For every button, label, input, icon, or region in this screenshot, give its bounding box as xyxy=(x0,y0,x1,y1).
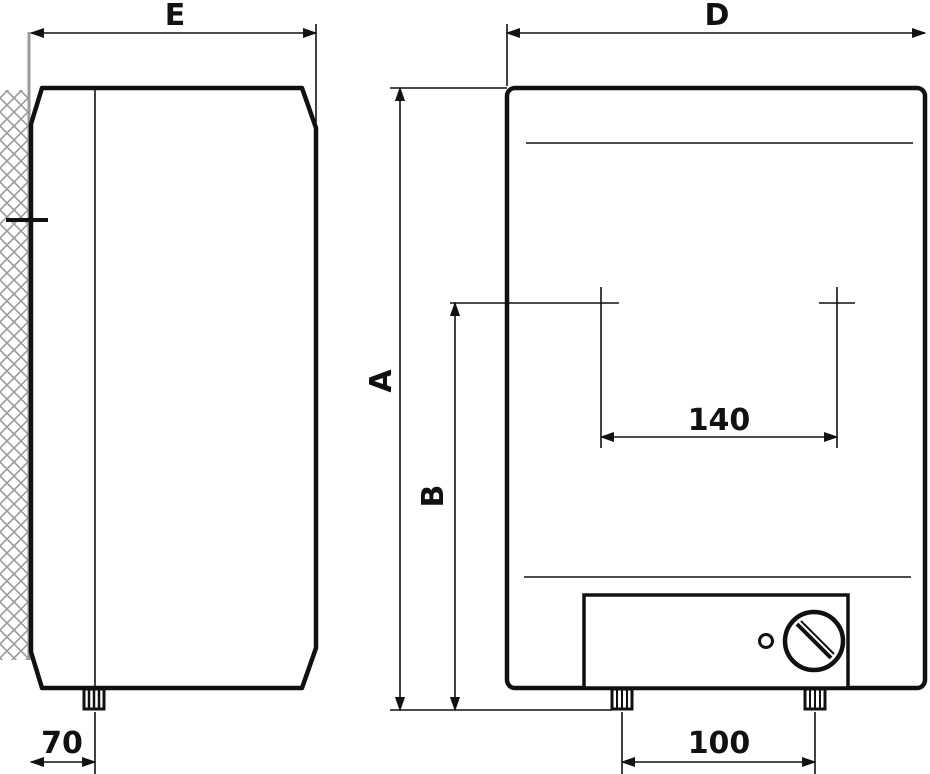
dimension-b: B xyxy=(416,301,583,712)
dimension-a: A xyxy=(364,86,612,712)
mounting-crosshair-left xyxy=(583,287,619,322)
front-view: D A B 140 100 xyxy=(364,0,928,774)
indicator-light xyxy=(758,633,774,649)
dimension-d-label: D xyxy=(705,0,730,33)
side-body-outline xyxy=(28,85,319,691)
front-pipe-connector-left xyxy=(610,687,634,711)
dimension-70-label: 70 xyxy=(41,726,83,761)
front-pipe-connector-right xyxy=(803,687,827,711)
dimension-140: 140 xyxy=(599,322,839,448)
dimension-e-label: E xyxy=(165,0,186,33)
dimension-b-label: B xyxy=(416,485,451,508)
dimension-140-label: 140 xyxy=(688,403,751,438)
dimension-d: D xyxy=(505,0,927,86)
dimension-a-label: A xyxy=(364,369,399,393)
dimension-e: E xyxy=(29,0,318,130)
side-view: E 70 xyxy=(0,0,319,774)
thermostat-knob xyxy=(782,609,846,673)
dimension-100-label: 100 xyxy=(688,726,751,761)
wall-hatching xyxy=(0,90,28,660)
dimension-100: 100 xyxy=(620,712,817,774)
mounting-crosshair-right xyxy=(819,287,855,322)
dimension-70: 70 xyxy=(29,712,97,774)
side-pipe-connector xyxy=(82,687,106,711)
